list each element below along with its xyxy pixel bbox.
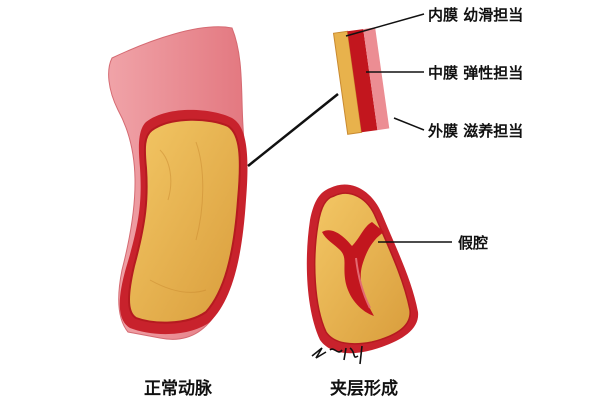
wall-layers-illustration xyxy=(332,27,390,135)
label-outer-membrane: 外膜 滋养担当 xyxy=(428,122,524,140)
outer-membrane-layer xyxy=(363,27,390,131)
artery-lumen xyxy=(128,118,241,324)
caption-normal-artery: 正常动脉 xyxy=(144,379,212,399)
signature-mark xyxy=(311,345,363,365)
label-inner-membrane: 内膜 幼滑担当 xyxy=(428,6,524,24)
label-middle-membrane: 中膜 弹性担当 xyxy=(428,64,524,82)
leader-inner xyxy=(345,13,425,37)
dissection-illustration xyxy=(306,184,419,365)
connector-line xyxy=(247,93,339,167)
label-false-lumen: 假腔 xyxy=(458,234,489,252)
caption-dissection: 夹层形成 xyxy=(330,379,398,399)
false-lumen-channel xyxy=(322,222,384,316)
dissection-lumen xyxy=(313,192,411,345)
lumen-texture xyxy=(149,141,207,293)
leader-outer xyxy=(393,117,425,131)
middle-membrane-layer xyxy=(347,29,378,133)
normal-artery-illustration xyxy=(108,26,248,340)
false-lumen-highlight xyxy=(355,257,371,309)
